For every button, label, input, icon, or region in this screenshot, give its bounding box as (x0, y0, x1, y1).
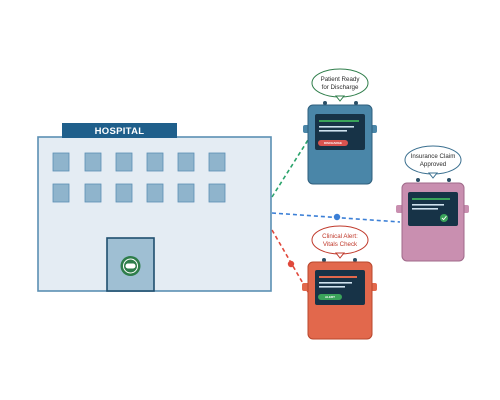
alert-badge[interactable] (318, 294, 342, 300)
discharge-antenna-right (354, 101, 358, 105)
discharge-device[interactable]: Patient Ready for Discharge DISCHARGE (303, 68, 377, 185)
logo-cross (125, 263, 136, 269)
alert-antenna-left (322, 258, 326, 262)
logo-ring (123, 258, 138, 274)
window-r1-c5 (177, 152, 195, 172)
window-r2-c5 (177, 183, 195, 203)
link-node-alert (287, 260, 295, 268)
discharge-screen-bar-3 (319, 130, 347, 132)
alert-device[interactable]: Clinical Alert: Vitals Check ALERT (302, 225, 377, 340)
alert-screen-bar-2 (319, 282, 352, 284)
link-to-discharge-device (271, 139, 309, 198)
insurance-antenna-left (416, 178, 420, 182)
insurance-antenna-right (447, 178, 451, 182)
discharge-screen-bar-1 (319, 120, 359, 122)
building-windows (52, 152, 226, 203)
alert-bubble-line-1: Clinical Alert: (322, 233, 358, 240)
insurance-device[interactable]: Insurance Claim Approved (396, 145, 469, 262)
discharge-bubble-line-1: Patient Ready (321, 76, 361, 83)
alert-bubble: Clinical Alert: Vitals Check (311, 225, 369, 259)
discharge-badge[interactable] (318, 140, 348, 146)
insurance-bubble-line-2: Approved (420, 161, 447, 168)
hospital-building: HOSPITAL (37, 123, 272, 292)
window-r1-c1 (52, 152, 70, 172)
discharge-screen-bar-2 (319, 126, 354, 128)
alert-bubble-line-2: Vitals Check (323, 241, 358, 248)
window-r2-c3 (115, 183, 133, 203)
window-r1-c3 (115, 152, 133, 172)
insurance-bubble: Insurance Claim Approved (404, 145, 462, 179)
window-r1-c6 (208, 152, 226, 172)
insurance-screen-bar-3 (412, 208, 438, 210)
insurance-approved-check-icon[interactable] (440, 214, 448, 222)
hospital-sign (62, 123, 177, 138)
alert-badge-label: ALERT (325, 295, 335, 299)
discharge-bubble: Patient Ready for Discharge (311, 68, 369, 102)
discharge-bubble-line-2: for Discharge (322, 84, 359, 91)
discharge-badge-label: DISCHARGE (324, 141, 342, 145)
insurance-check-mark (441, 215, 447, 221)
insurance-screen-bar-1 (412, 198, 450, 200)
entrance-door (106, 237, 155, 292)
link-node-insurance (333, 213, 341, 221)
window-r1-c4 (146, 152, 164, 172)
insurance-bubble-line-1: Insurance Claim (411, 153, 456, 160)
insurance-screen-bar-2 (412, 204, 444, 206)
alert-antenna-right (353, 258, 357, 262)
window-r1-c2 (84, 152, 102, 172)
alert-screen-bar-3 (319, 286, 345, 288)
window-r2-c6 (208, 183, 226, 203)
window-r2-c2 (84, 183, 102, 203)
hospital-sign-label: HOSPITAL (95, 126, 145, 137)
alert-screen-bar-1 (319, 276, 357, 278)
discharge-antenna-left (323, 101, 327, 105)
window-r2-c4 (146, 183, 164, 203)
connections (271, 139, 401, 293)
window-r2-c1 (52, 183, 70, 203)
